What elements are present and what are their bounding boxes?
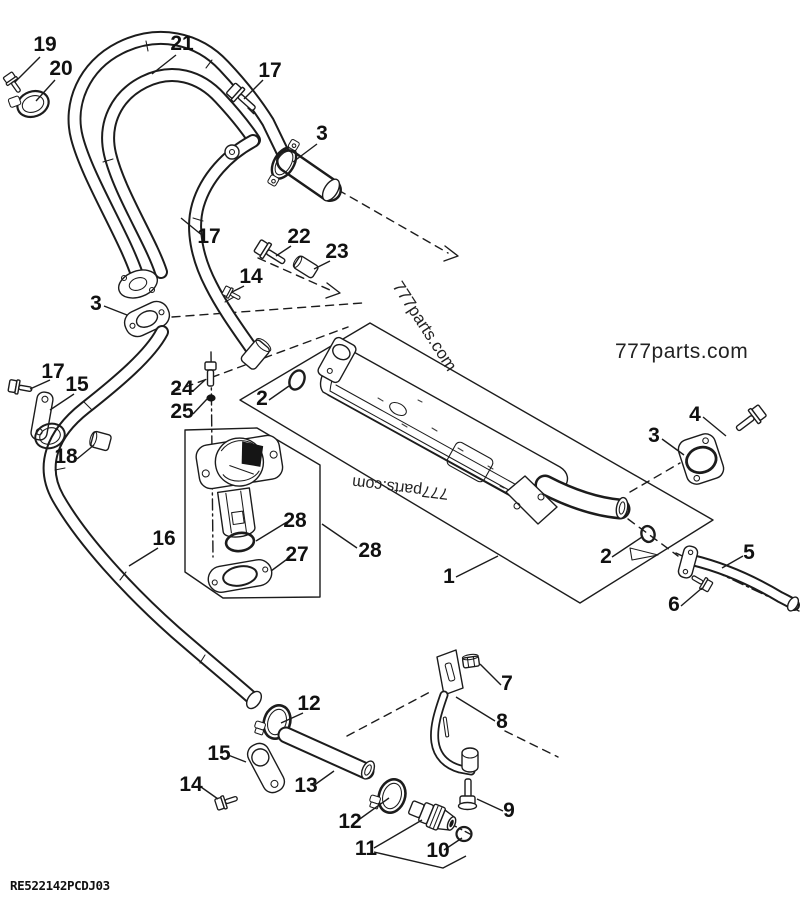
bushing-18-drawing <box>89 430 112 452</box>
front-pipe-21-drawing <box>67 31 290 370</box>
callout-7: 7 <box>501 672 513 695</box>
callout-21: 21 <box>170 32 194 55</box>
callout-3-right: 3 <box>648 424 660 447</box>
callout-12-upper: 12 <box>297 692 320 715</box>
callout-5: 5 <box>743 541 755 564</box>
watermark-diagonal: 777parts.com <box>389 278 461 375</box>
connector-pipe-13-drawing <box>277 726 376 780</box>
rear-pipe-16-drawing <box>42 325 263 710</box>
bolt-24-drawing <box>204 361 217 387</box>
o-ring-10-drawing <box>455 825 473 843</box>
callout-10: 10 <box>426 839 449 862</box>
callout-14-bottom: 14 <box>179 773 203 796</box>
callout-13: 13 <box>294 774 317 797</box>
tail-pipe-5-drawing <box>677 545 800 612</box>
callout-3-left: 3 <box>90 292 102 315</box>
outlet-stub-drawing <box>267 139 342 202</box>
bolt-17-left-drawing <box>7 377 34 398</box>
callout-17-mid: 17 <box>197 225 220 248</box>
bolt-14-bottom-drawing <box>213 791 240 812</box>
callout-15-lower: 15 <box>207 742 231 765</box>
callout-11: 11 <box>355 837 378 860</box>
part-code: RE522142PCDJ03 <box>10 878 110 893</box>
clamp-20-drawing <box>7 89 50 119</box>
callout-22: 22 <box>287 225 310 248</box>
callout-4: 4 <box>689 403 701 426</box>
bracket-15-lower-drawing <box>246 742 286 794</box>
o-ring-28-drawing <box>224 531 256 553</box>
callout-28-outer: 28 <box>358 539 382 562</box>
nut-7-drawing <box>461 653 481 669</box>
callout-1: 1 <box>443 565 455 588</box>
callout-3-top: 3 <box>316 122 328 145</box>
callout-20: 20 <box>49 57 72 80</box>
callout-2-right: 2 <box>600 545 612 568</box>
watermark-inverted: 777parts.com <box>351 473 449 502</box>
direction-wedge <box>629 547 659 561</box>
o-ring-2-left-drawing <box>288 369 306 391</box>
bolt-6-drawing <box>688 570 715 594</box>
muffler-drawing <box>317 336 631 525</box>
washer-25-drawing <box>206 394 216 402</box>
muffler-assembly-box <box>239 322 714 604</box>
callout-12-lower: 12 <box>338 810 361 833</box>
watermark-horizontal: 777parts.com <box>615 340 748 363</box>
spacer-23-drawing <box>292 255 319 279</box>
clamp-12-lower-drawing <box>366 772 411 818</box>
valve-drawing <box>195 434 284 538</box>
callout-28-inner: 28 <box>283 509 307 532</box>
bolt-4-drawing <box>731 402 769 437</box>
bolt-9-drawing <box>457 778 478 811</box>
callout-15-upper: 15 <box>65 373 89 396</box>
gasket-27-drawing <box>207 559 273 593</box>
callout-27: 27 <box>285 543 308 566</box>
callout-labels: 19 20 21 17 3 17 22 23 14 3 17 15 24 25 … <box>33 32 755 862</box>
bracket-15-upper-drawing <box>30 391 66 450</box>
callout-16: 16 <box>152 527 175 550</box>
callout-25: 25 <box>170 400 194 423</box>
callout-17-top: 17 <box>258 59 281 82</box>
callout-9: 9 <box>503 799 515 822</box>
callout-17-left: 17 <box>41 360 64 383</box>
flange-3-right-drawing <box>677 433 725 485</box>
o-ring-2-right-drawing <box>640 524 656 544</box>
callout-18: 18 <box>54 445 78 468</box>
hanger-bracket-8-drawing <box>430 649 479 776</box>
callout-8: 8 <box>496 710 508 733</box>
callout-19: 19 <box>33 33 56 56</box>
bolt-19-drawing <box>1 70 26 96</box>
callout-6: 6 <box>668 593 680 616</box>
valve-kit-box <box>184 427 321 599</box>
callout-14-top: 14 <box>239 265 263 288</box>
leader-lines <box>14 54 744 869</box>
fitting-11-drawing <box>408 800 457 831</box>
callout-24: 24 <box>170 377 194 400</box>
callout-2-left: 2 <box>256 387 268 410</box>
callout-23: 23 <box>325 240 348 263</box>
